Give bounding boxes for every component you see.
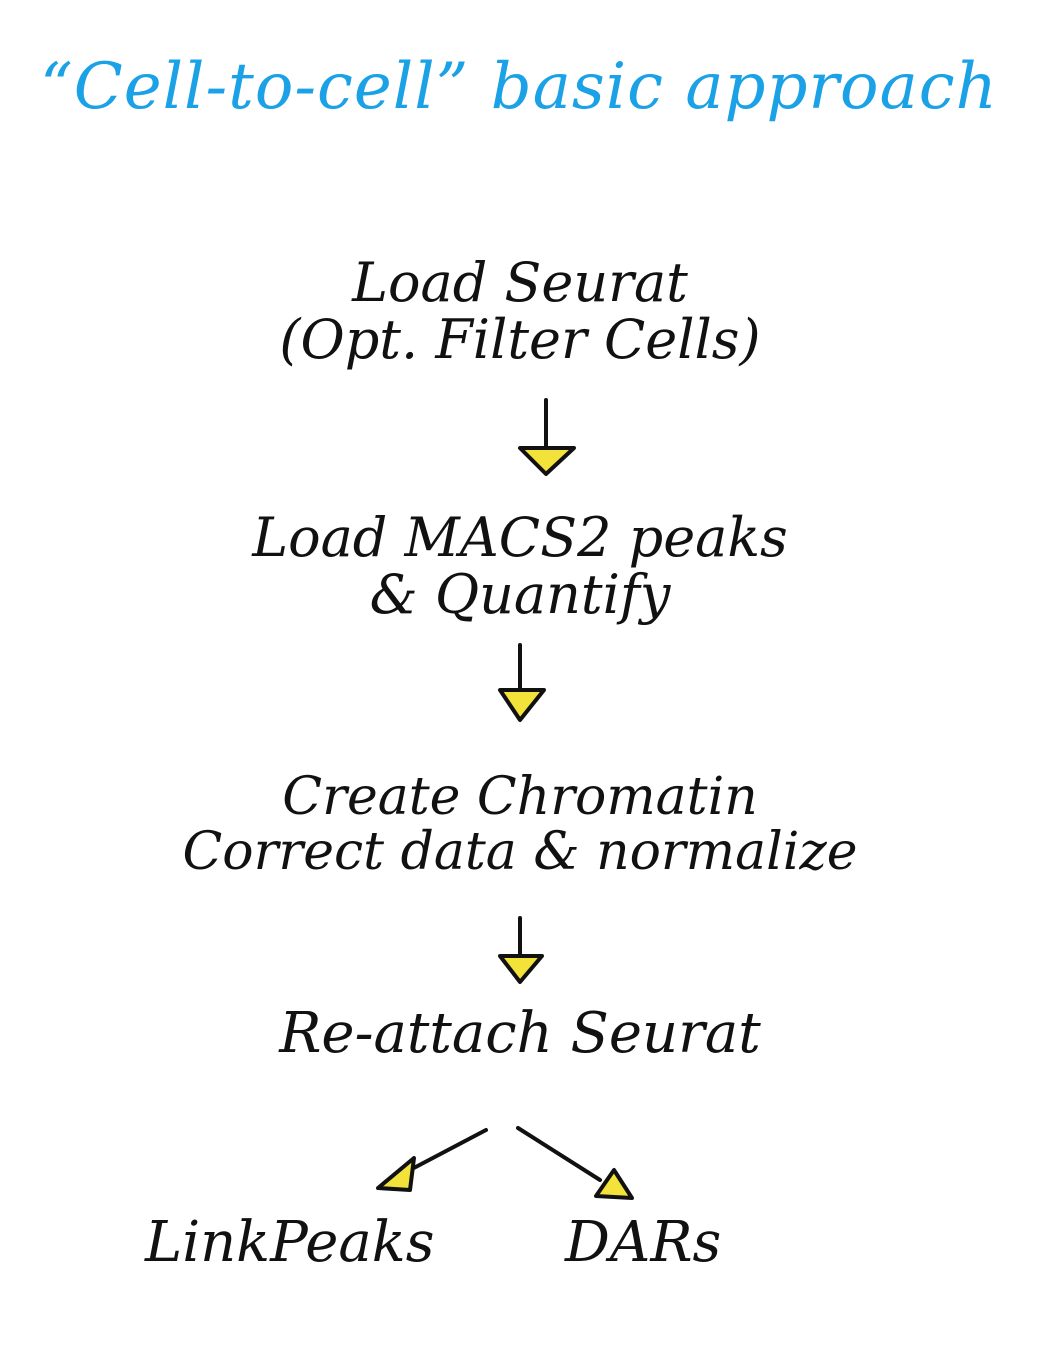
step-1-line-2: (Opt. Filter Cells)	[279, 307, 761, 371]
step-2-line-1: Load MACS2 peaks	[252, 506, 788, 569]
flow-arrow-branch-left	[376, 1128, 488, 1192]
step-load-seurat: Load Seurat (Opt. Filter Cells)	[0, 251, 1040, 371]
flow-arrow-2	[498, 643, 546, 722]
step-3-line-1: Create Chromatin	[282, 767, 758, 827]
diagram-title: “Cell-to-cell” basic approach	[40, 50, 998, 124]
step-2-line-2: & Quantify	[369, 562, 671, 626]
step-4-line-1: Re-attach Seurat	[279, 1001, 761, 1066]
step-1-line-1: Load Seurat	[352, 251, 688, 314]
step-load-macs2-peaks: Load MACS2 peaks & Quantify	[0, 506, 1040, 626]
step-3-line-2: Correct data & normalize	[182, 821, 858, 882]
branch-linkpeaks: LinkPeaks	[145, 1210, 435, 1275]
step-reattach-seurat: Re-attach Seurat	[0, 1001, 1040, 1066]
flow-arrow-1	[518, 398, 576, 476]
step-create-chromatin: Create Chromatin Correct data & normaliz…	[0, 770, 1040, 879]
flow-arrow-3	[498, 916, 544, 984]
branch-dars: DARs	[565, 1210, 722, 1275]
flow-arrow-branch-right	[516, 1126, 634, 1200]
